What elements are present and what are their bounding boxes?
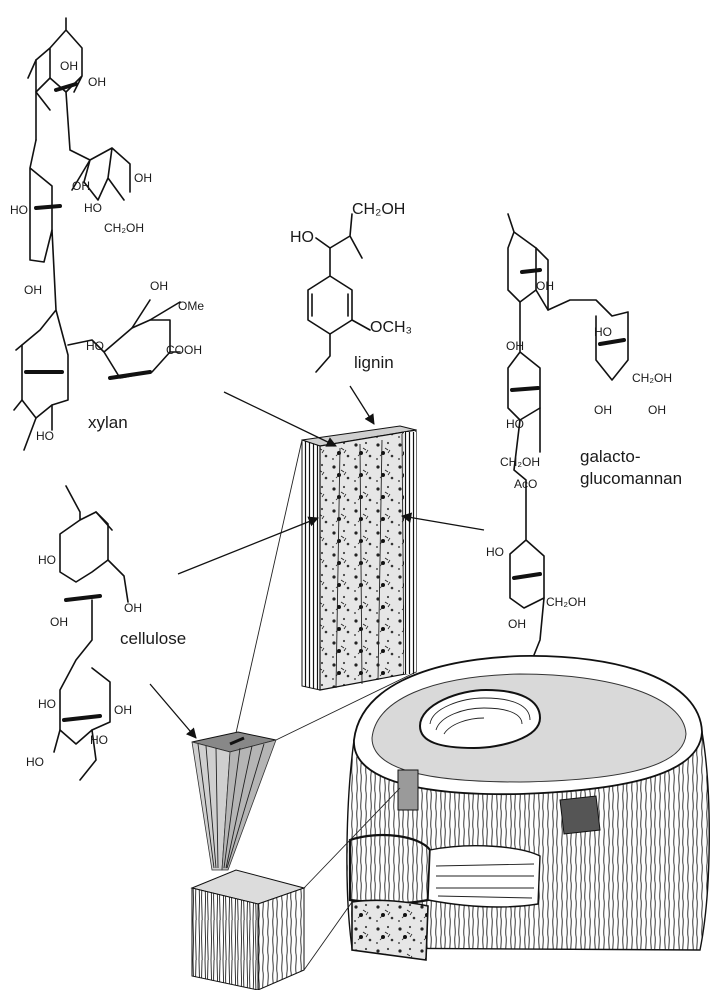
xylan-group-cooh: COOH [166,343,202,357]
cellulose-group-ho-4: HO [90,733,108,747]
xylan-group-oh-5: OH [24,283,42,297]
xylan-label: xylan [88,413,128,432]
galacto-group-ch2oh-1: CH₂OH [632,371,672,385]
xylan-group-ch2oh: CH₂OH [104,221,144,235]
galacto-group-oh-4: OH [648,403,666,417]
xylan-group-oh-1: OH [60,59,78,73]
cellulose-label: cellulose [120,629,186,648]
galacto-group-oh-1: OH [506,339,524,353]
galacto-group-ho-2: HO [506,417,524,431]
microfibril-bundle [192,732,276,870]
galacto-group-ho-1: HO [594,325,612,339]
galacto-group-ch2oh-2: CH₂OH [500,455,540,469]
cellulose-arrow-to-fibril [150,684,196,738]
cellulose-group-ho-1: HO [38,553,56,567]
xylan-structure: OH OH OH OH HO CH₂OH HO OH OH OMe HO COO… [10,18,204,450]
xylan-group-oh-6: OH [150,279,168,293]
galacto-group-aco: AcO [514,477,537,491]
galactoglucomannan-structure: OH OH HO CH₂OH OH OH HO CH₂OH AcO HO CH₂… [486,214,682,660]
cell-wall-block [302,426,416,690]
xylan-group-ome: OMe [178,299,204,313]
xylan-group-ho-4: HO [36,429,54,443]
tree-trunk [347,656,709,960]
galacto-group-oh-5: OH [508,617,526,631]
lignin-group-och3: OCH₃ [370,319,412,336]
lignin-group-ch2oh: CH₂OH [352,201,405,218]
xylan-group-oh-3: OH [134,171,152,185]
cellulose-group-oh-2: OH [50,615,68,629]
cellulose-group-ho-2: HO [38,697,56,711]
cellulose-arrow-to-wall [178,518,318,574]
cellulose-group-oh-1: OH [124,601,142,615]
galacto-label-line1: galacto- [580,447,640,466]
cellulose-group-oh-3: OH [114,703,132,717]
xylan-arrow [224,392,336,446]
galacto-group-oh-2: OH [536,279,554,293]
cellulose-structure: HO OH OH OH HO HO HO cellulose [26,486,186,780]
xylan-group-ho-1: HO [84,201,102,215]
xylan-group-ho-2: HO [10,203,28,217]
galacto-group-ch2oh-3: CH₂OH [546,595,586,609]
galacto-group-ho-3: HO [486,545,504,559]
wood-block [192,870,304,990]
cellulose-group-ho-3: HO [26,755,44,769]
lignin-arrow [350,386,374,424]
xylan-group-oh-4: OH [72,179,90,193]
galacto-group-oh-3: OH [594,403,612,417]
lignin-structure: CH₂OH HO OCH₃ lignin [290,201,412,372]
galacto-label-line2: glucomannan [580,469,682,488]
lignin-label: lignin [354,353,394,372]
xylan-group-ho-3: HO [86,339,104,353]
xylan-group-oh-2: OH [88,75,106,89]
lignin-group-ho: HO [290,229,314,246]
